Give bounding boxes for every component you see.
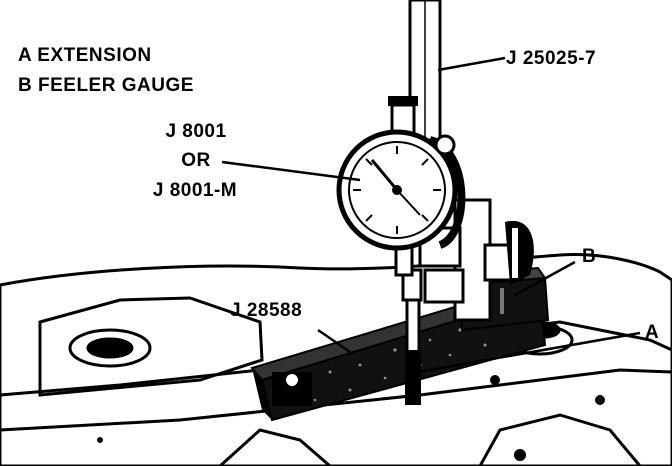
callout-letter-a: A bbox=[645, 322, 660, 343]
leader-lines bbox=[221, 56, 641, 374]
callout-j25025-7: J 25025-7 bbox=[506, 48, 597, 69]
extension-rod bbox=[401, 268, 423, 405]
legend-item-a: A EXTENSION bbox=[18, 45, 152, 66]
callout-j8001-line1: J 8001 bbox=[165, 121, 227, 142]
dial-indicator bbox=[336, 96, 466, 277]
callout-j8001-line2: OR bbox=[181, 150, 211, 171]
legend-item-b: B FEELER GAUGE bbox=[18, 75, 194, 96]
case-boss-left bbox=[68, 328, 152, 368]
callout-j8001-line3: J 8001-M bbox=[152, 180, 238, 201]
callout-letter-b: B bbox=[582, 246, 597, 267]
callout-j28588: J 28588 bbox=[230, 300, 303, 321]
case-bolts bbox=[97, 375, 605, 461]
